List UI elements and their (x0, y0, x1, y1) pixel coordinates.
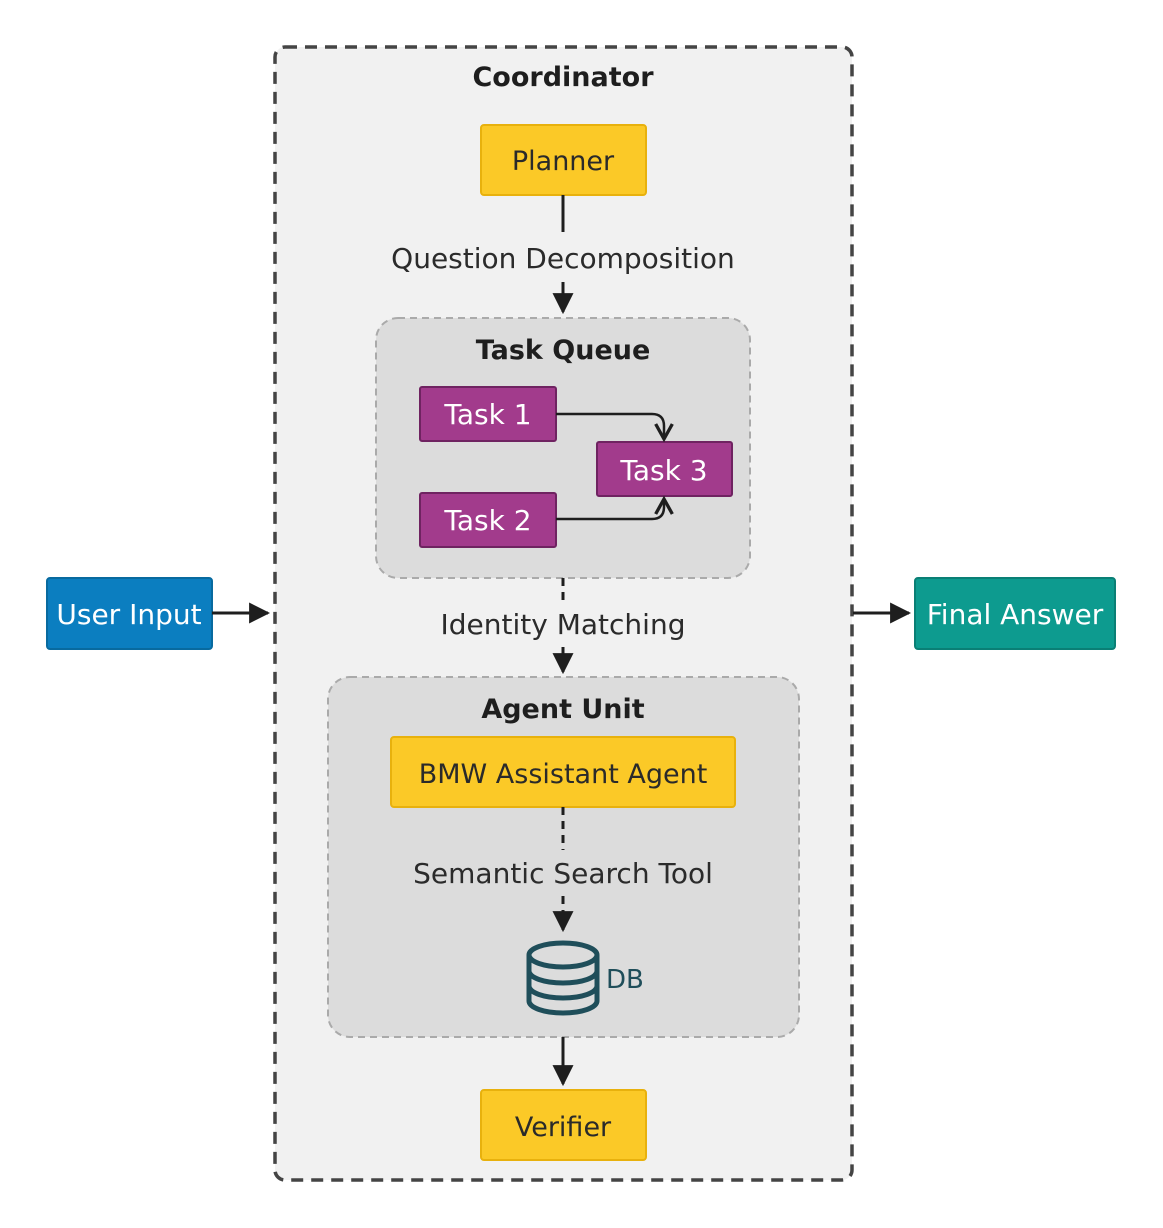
task-2-label: Task 2 (443, 504, 531, 537)
db-label: DB (606, 965, 644, 995)
edge-task2-to-task3 (556, 499, 664, 521)
planner-node: Planner (480, 124, 647, 196)
user-input-label: User Input (56, 598, 201, 631)
edge-task1-to-task3 (556, 412, 664, 439)
task-2-node: Task 2 (419, 492, 557, 548)
bmw-assistant-agent-label: BMW Assistant Agent (419, 759, 708, 790)
planner-label: Planner (512, 146, 615, 177)
bmw-assistant-agent-node: BMW Assistant Agent (390, 736, 736, 808)
final-answer-label: Final Answer (927, 598, 1104, 631)
verifier-label: Verifier (515, 1112, 612, 1143)
task-queue-title: Task Queue (476, 335, 651, 366)
verifier-node: Verifier (480, 1089, 647, 1161)
database-icon (526, 940, 600, 1016)
task-3-label: Task 3 (619, 454, 707, 487)
task-3-node: Task 3 (596, 441, 733, 497)
edge-label-semantic-search-tool: Semantic Search Tool (413, 857, 713, 890)
coordinator-title: Coordinator (472, 62, 654, 93)
edge-label-question-decomposition: Question Decomposition (391, 242, 735, 275)
edge-label-identity-matching: Identity Matching (441, 608, 686, 641)
task-1-label: Task 1 (443, 398, 531, 431)
final-answer-node: Final Answer (914, 577, 1116, 650)
user-input-node: User Input (46, 577, 213, 650)
agent-unit-title: Agent Unit (481, 694, 644, 725)
task-1-node: Task 1 (419, 386, 557, 442)
